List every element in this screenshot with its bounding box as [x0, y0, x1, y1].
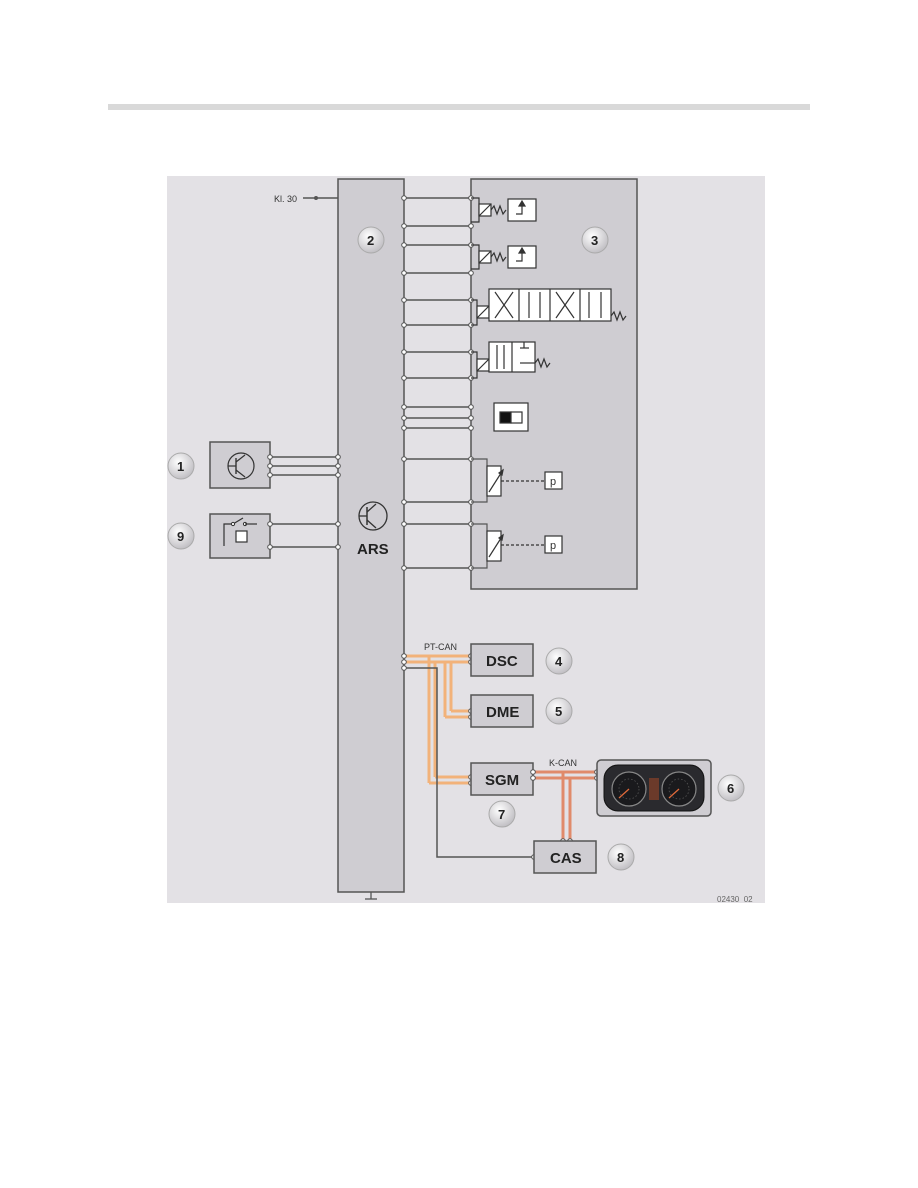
pt-can-bus: [404, 654, 471, 785]
header-rule: [108, 104, 810, 110]
svg-text:5: 5: [555, 704, 562, 719]
svg-text:7: 7: [498, 807, 505, 822]
dsc-label: DSC: [486, 653, 518, 670]
badge-3: 3: [581, 226, 609, 254]
badge-4: 4: [545, 647, 573, 675]
ars-label: ARS: [357, 541, 389, 558]
dme-module: DME: [470, 694, 534, 728]
k-can-label: K-CAN: [549, 758, 577, 768]
svg-text:9: 9: [177, 529, 184, 544]
pressure-sensor-2: [486, 530, 502, 562]
figure-id: 02430_02: [717, 895, 753, 903]
valve-block-wiring: [404, 197, 471, 569]
terminal-kl30-label: Kl. 30: [274, 194, 297, 204]
badge-9: 9: [167, 522, 195, 550]
cas-module: CAS: [533, 840, 597, 874]
svg-text:3: 3: [591, 233, 598, 248]
badge-7: 7: [488, 800, 516, 828]
ars-cas-wire: [404, 667, 534, 858]
ars-wiring-diagram: Kl. 30 ARS: [167, 176, 765, 903]
sgm-module: SGM: [470, 762, 534, 796]
valve-block: [470, 178, 638, 590]
sgm-label: SGM: [485, 772, 519, 789]
ars-control-unit: ARS: [337, 178, 405, 900]
svg-text:2: 2: [367, 233, 374, 248]
pressure-sensor-2-p-box: [544, 535, 563, 554]
pt-can-label: PT-CAN: [424, 642, 457, 652]
badge-8: 8: [607, 843, 635, 871]
badge-5: 5: [545, 697, 573, 725]
badge-2: 2: [357, 226, 385, 254]
badge-1: 1: [167, 452, 195, 480]
k-can-bus: [533, 770, 597, 841]
dsc-module: DSC: [470, 643, 534, 677]
dme-label: DME: [486, 704, 519, 721]
svg-text:1: 1: [177, 459, 184, 474]
badge-6: 6: [717, 774, 745, 802]
svg-text:4: 4: [555, 654, 563, 669]
svg-text:8: 8: [617, 850, 624, 865]
pressure-sensor-2-p-label: p: [550, 540, 556, 552]
lateral-acceleration-sensor: [209, 441, 271, 489]
svg-text:6: 6: [727, 781, 734, 796]
instrument-cluster: [596, 759, 712, 817]
pressure-sensor-1-p-label: p: [550, 476, 556, 488]
cas-label: CAS: [550, 850, 582, 867]
oil-level-switch: [209, 513, 271, 559]
pressure-sensor-1-p-box: [544, 471, 563, 490]
hydraulic-valve-symbols: p p: [471, 197, 627, 569]
